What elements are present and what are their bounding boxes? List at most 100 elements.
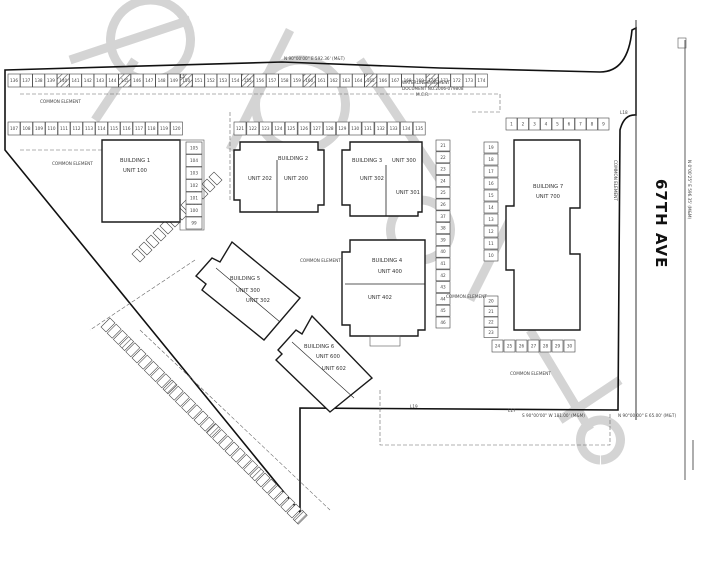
parking-stall-number: 22 [488,320,494,325]
parking-stall [185,179,203,192]
parking-stall [229,73,242,88]
parking-stall-number: 140 [59,78,67,83]
parking-stall-number: 139 [47,78,55,83]
parking-stall [551,117,564,131]
parking-stall-number: 18 [488,157,494,162]
parking-stall [243,460,259,476]
parking-stall [527,339,540,353]
parking-stall-number: 125 [287,126,295,131]
line-tags: L18 L17 L19 L5 [180,74,628,413]
parking-stall-number: 173 [465,78,473,83]
parking-stall-number: 167 [391,78,399,83]
parking-stall-number: 11 [488,241,494,246]
common-element-lower-right: COMMON ELEMENT [510,371,551,376]
parking-stall [162,379,178,395]
parking-stall [412,121,426,136]
parking-stall-number: 110 [48,126,56,131]
parking-stall-number: 138 [35,78,43,83]
parking-stall [150,367,166,383]
parking-stall-number: 24 [440,178,446,183]
parking-stall-number: 145 [121,78,129,83]
parking-stall [475,73,488,88]
parking-stall-number: 156 [256,78,264,83]
parking-stall [374,121,388,136]
parking-stall-number: 170 [428,78,436,83]
parking-stall [82,121,96,136]
parking-stall [413,73,427,88]
parking-stall-number: 25 [440,190,446,195]
parking-stall [267,484,283,500]
parking-stall [387,121,400,136]
parking-stall-number: 107 [10,126,18,131]
parking-stall [450,73,464,88]
parking-stall [563,339,576,353]
parking-stall-number: 132 [377,126,385,131]
parking-stall [574,117,587,131]
parking-stall-number: 45 [440,308,446,313]
parking-stall [246,121,260,136]
building-4: BUILDING 4 UNIT 400 UNIT 402 [341,239,426,347]
parking-stall [491,339,504,353]
parking-stall [120,121,133,136]
parking-stall [483,153,499,166]
building-2-name: BUILDING 2 [278,156,308,162]
parking-stall [112,329,128,345]
parking-stall [297,121,311,136]
parking-stall-number: 165 [367,78,375,83]
parking-stall [131,348,147,364]
parking-stall [435,304,451,317]
parking-stall [284,121,298,136]
building-2-unit-200: UNIT 200 [284,176,308,182]
parking-stall [218,435,234,451]
parking-stall [145,234,160,249]
parking-stall [563,117,575,131]
parking-stall [323,121,336,136]
parking-stall-number: 124 [274,126,282,131]
parking-stall [483,189,499,202]
parking-stall [145,121,158,136]
parking-stall-number: 28 [543,344,549,349]
parking-stall [241,73,254,88]
parking-stall-number: 150 [182,78,190,83]
building-4-unit-402: UNIT 402 [368,295,392,301]
easement-note: WATERLINE EASEMENT DOCUMENT NO.2006-0798… [402,80,464,97]
parking-stall-number: 109 [35,126,43,131]
easement-line-2: DOCUMENT NO.2006-079808 [402,86,464,91]
parking-stall-number: 155 [244,78,252,83]
parking-stall-number: 137 [22,78,30,83]
parking-stall-number: 159 [293,78,301,83]
parking-stall [280,497,296,513]
parking-stall-number: 23 [488,330,494,335]
parking-stall-number: 148 [158,78,166,83]
building-3-name: BUILDING 3 [352,158,382,164]
parking-stall [290,73,304,88]
parking-stall-number: 27 [531,344,537,349]
parking-stall [20,121,33,136]
parking-stall [400,121,413,136]
parking-stall [261,478,277,494]
parking-stall-number: 152 [207,78,215,83]
parking-stall [212,429,228,445]
parking-stall [185,191,203,205]
parking-stall-number: 133 [390,126,398,131]
common-element-left: COMMON ELEMENT [52,161,93,166]
parking-stall-number: 118 [148,126,156,131]
parking-stall [505,117,518,131]
parking-stall [435,245,451,258]
parking-stall [327,73,341,88]
parking-stall-number: 161 [318,78,326,83]
parking-stall [93,73,107,88]
parking-stall [483,201,499,214]
parking-stall-number: 151 [195,78,203,83]
parking-stall [435,316,451,329]
parking-stall-number: 169 [416,78,424,83]
easement-line-1: WATERLINE EASEMENT [402,80,450,85]
parking-stall [286,503,302,519]
parking-stall [157,121,171,136]
